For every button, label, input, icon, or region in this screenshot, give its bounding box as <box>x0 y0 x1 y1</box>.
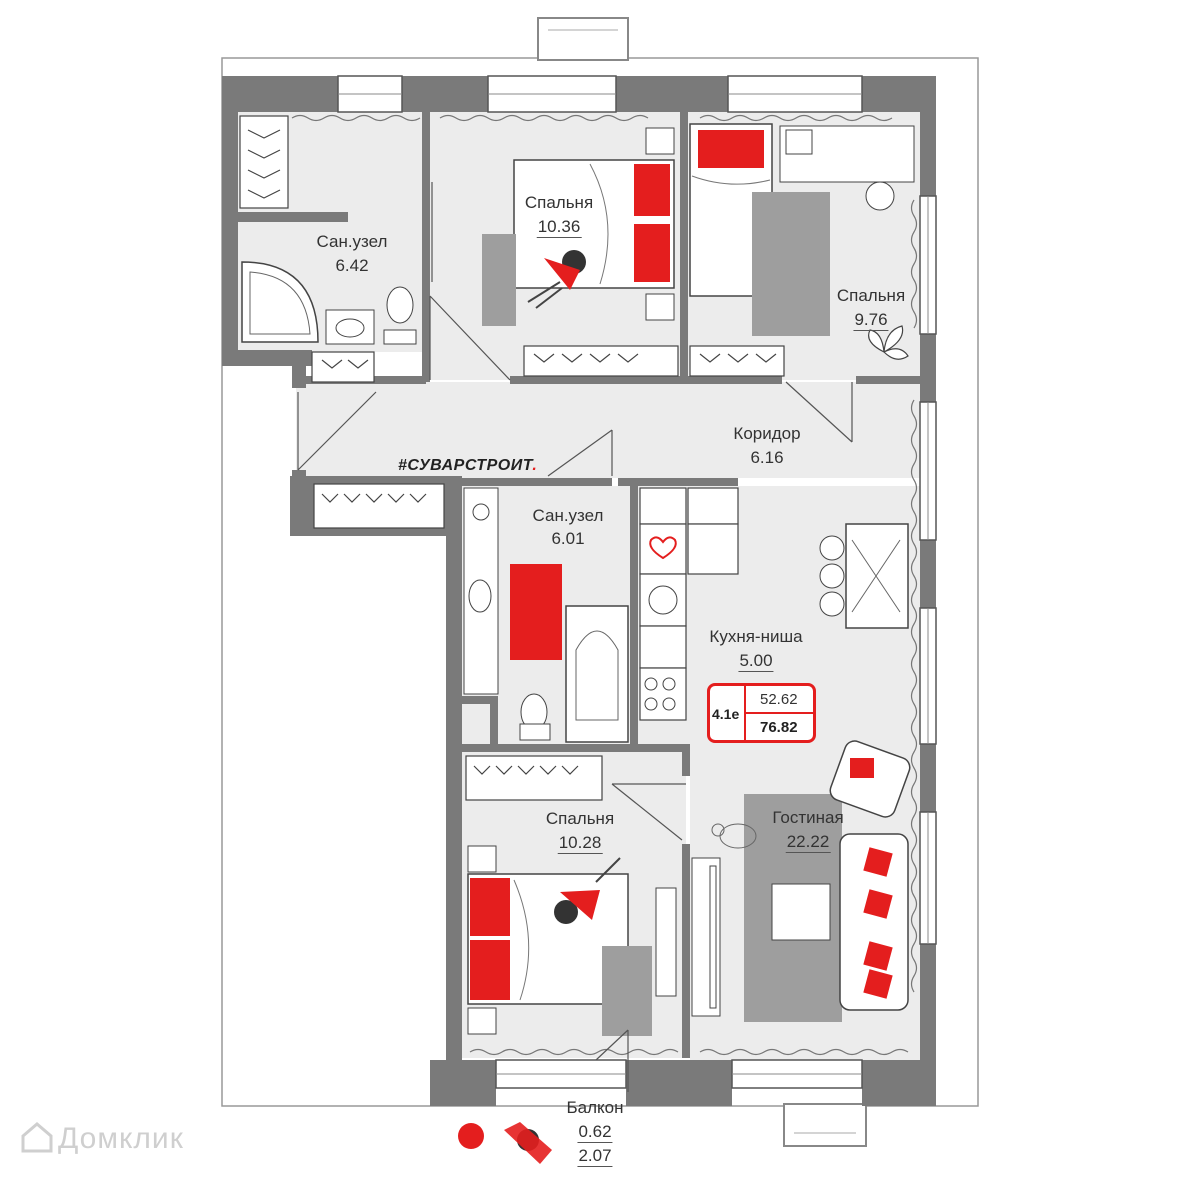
room-area-bedroom-3: 10.28 <box>557 833 603 854</box>
sink-icon-2 <box>468 579 492 613</box>
rug-4 <box>602 946 652 1036</box>
room-name-kitchen: Кухня-ниша <box>709 627 803 646</box>
sink-icon-3 <box>648 585 678 615</box>
room-name-bedroom-3: Спальня <box>545 809 615 828</box>
room-name-bathroom-2: Сан.узел <box>532 506 604 525</box>
nightstand-icon <box>645 127 675 321</box>
living-area: 52.62 <box>760 691 798 708</box>
kitchen-counter <box>639 487 739 721</box>
wardrobe-3 <box>655 887 677 997</box>
person-icon <box>527 250 586 309</box>
curtains <box>291 114 918 1056</box>
spiral-icon <box>472 503 490 521</box>
rug <box>482 234 516 326</box>
room-name-corridor: Коридор <box>733 424 801 443</box>
coffee-table <box>771 883 831 941</box>
person-icon-3 <box>504 1122 552 1164</box>
dining-table-icon <box>819 523 909 629</box>
tv-stand-icon <box>691 857 721 1017</box>
brand-logo: #СУВАРСТРОИТ. <box>398 457 537 475</box>
bottom-balcony <box>783 1103 867 1147</box>
room-area-kitchen: 5.00 <box>738 651 774 672</box>
apartment-type: 4.1е <box>712 706 740 722</box>
cat-icon <box>711 823 757 849</box>
brand-text: #СУВАРСТРОИТ <box>398 457 533 474</box>
room-name-bedroom-1: Спальня <box>524 193 594 212</box>
sofa-icon <box>839 833 909 1011</box>
room-area-living: 22.22 <box>785 832 831 853</box>
bath-mat <box>510 564 562 660</box>
room-area-bathroom-2: 6.01 <box>551 529 585 548</box>
watermark-text: Домклик <box>58 1122 184 1155</box>
room-name-living: Гостиная <box>772 808 844 827</box>
badge-divider-horizontal <box>744 712 814 714</box>
room-name-bathroom-1: Сан.узел <box>316 232 388 251</box>
stove-icon <box>644 677 676 711</box>
bed-icon-3 <box>467 873 629 1005</box>
toilet-icon <box>383 286 417 345</box>
room-name-bedroom-2: Спальня <box>836 286 906 305</box>
sink-icon <box>325 309 375 345</box>
walls <box>222 76 936 1106</box>
house-logo-icon <box>21 1122 53 1153</box>
toilet-icon-2 <box>519 693 551 741</box>
bathtub-icon <box>565 605 629 743</box>
top-balcony <box>537 17 629 61</box>
desk-icon <box>779 125 915 211</box>
area-badge: 4.1е 52.62 76.82 <box>707 683 816 743</box>
room-area-bathroom-1: 6.42 <box>335 256 369 275</box>
rug-2 <box>752 192 830 336</box>
room-name-balcony: Балкон <box>566 1098 624 1117</box>
brand-dot: . <box>532 457 538 474</box>
armchair-icon <box>829 740 911 818</box>
total-area: 76.82 <box>760 719 798 736</box>
corner-bath-icon <box>241 261 319 343</box>
room-area-bedroom-2: 9.76 <box>853 310 889 331</box>
room-area-balcony-full: 2.07 <box>577 1146 613 1167</box>
person-icon-2 <box>554 857 621 924</box>
nightstand-icon-3 <box>467 845 497 1035</box>
coffee-cup-icon <box>458 1123 484 1149</box>
heart-icon <box>649 536 677 560</box>
room-area-corridor: 6.16 <box>750 448 784 467</box>
room-area-balcony: 0.62 <box>577 1122 613 1143</box>
room-area-bedroom-1: 10.36 <box>536 217 582 238</box>
bed-icon <box>513 159 675 289</box>
